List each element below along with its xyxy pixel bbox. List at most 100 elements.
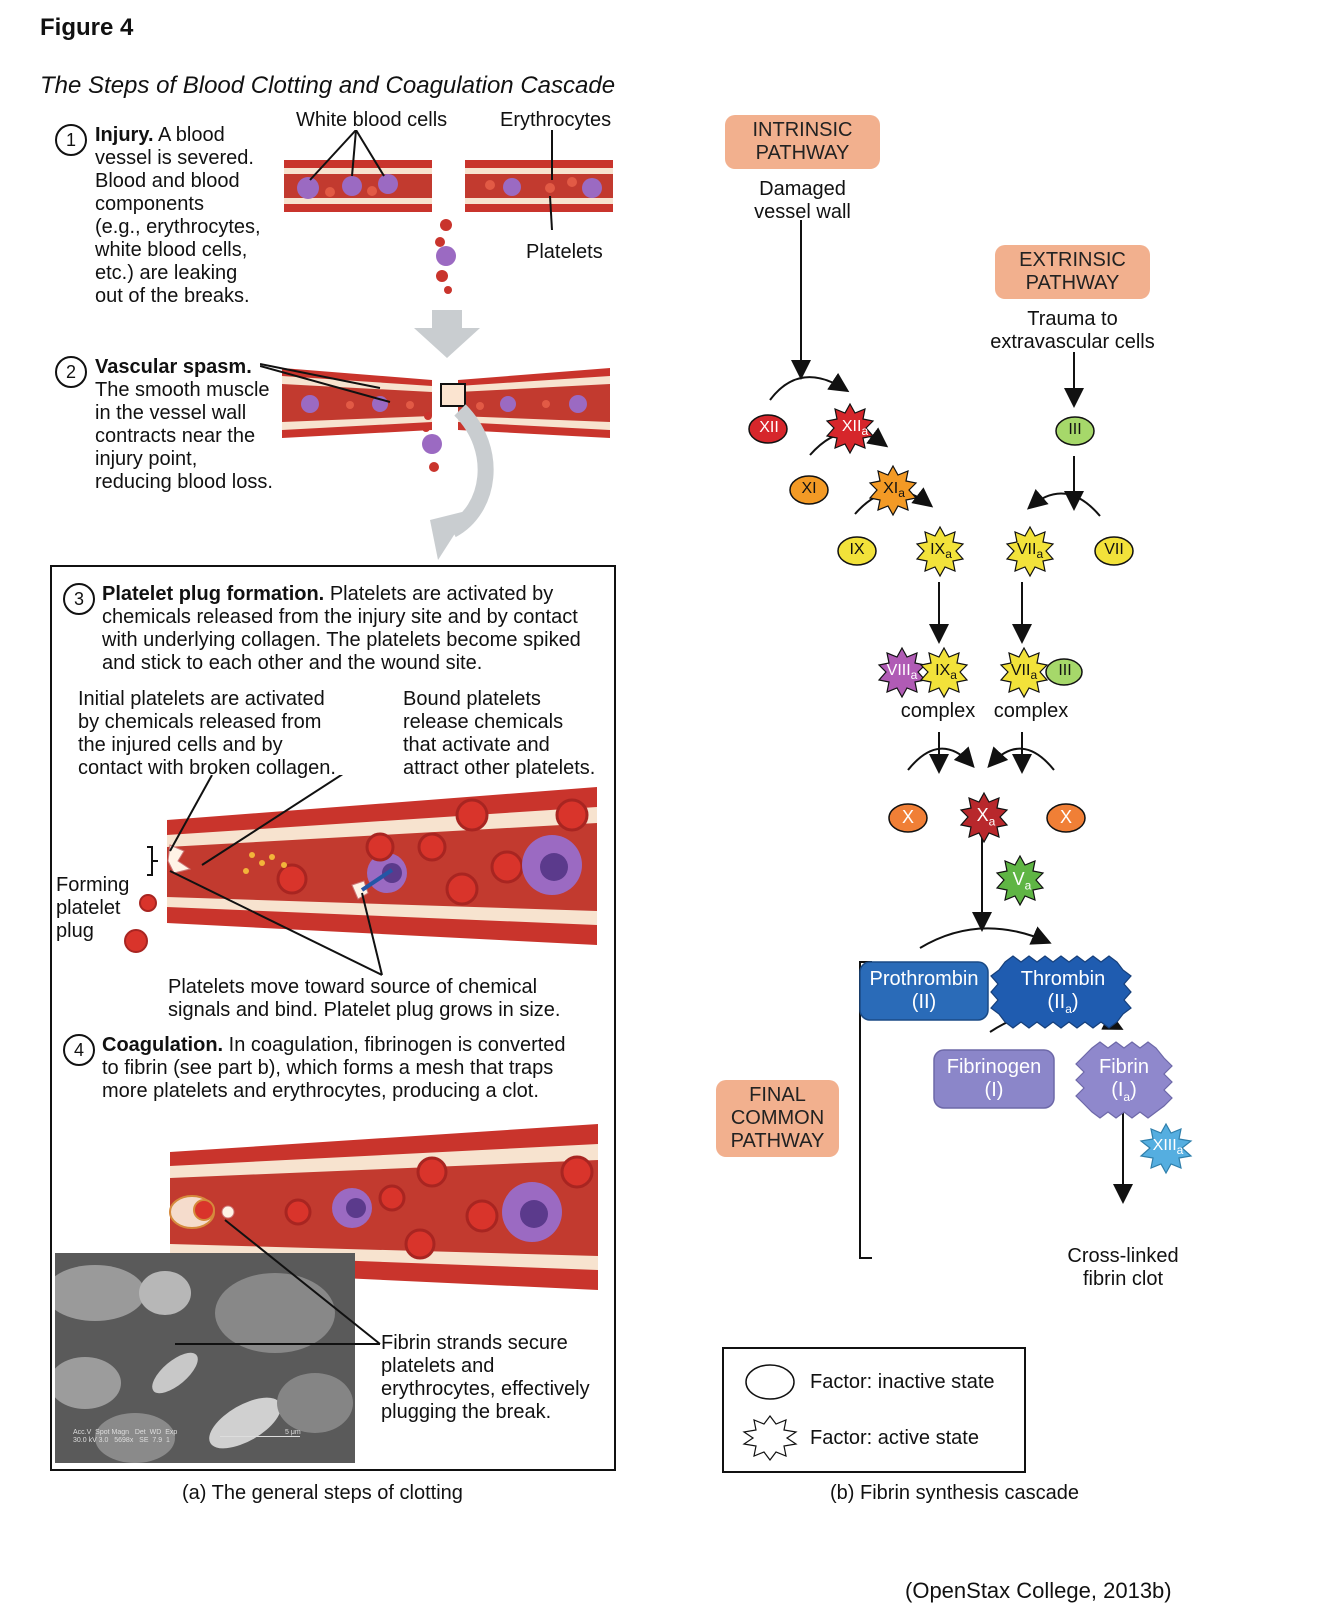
initial-platelets-line: by chemicals released from: [78, 711, 322, 733]
micrograph-info: Acc.V Spot Magn Det WD Exp 30.0 kV 3.0 5…: [73, 1429, 178, 1444]
step-3-text: Platelet plug formation. Platelets are a…: [102, 583, 612, 675]
bound-platelets-line: attract other platelets.: [403, 757, 596, 779]
subscript-a: a: [910, 668, 918, 683]
step-1-line: A blood: [157, 124, 225, 146]
factor-ix-label: IX: [849, 541, 865, 558]
bound-platelets-line: Bound platelets: [403, 688, 541, 710]
factor-ixa-complex-text: IX: [935, 662, 951, 679]
prothrombin-line: (II): [911, 991, 937, 1013]
fibrinogen-label: Fibrinogen (I): [934, 1056, 1054, 1102]
factor-viia-text: VII: [1016, 541, 1037, 558]
initial-platelets-text: Initial platelets are activated by chemi…: [78, 688, 368, 780]
crosslinked-clot-label: Cross-linked fibrin clot: [1060, 1245, 1186, 1291]
intrinsic-trigger: Damaged vessel wall: [725, 178, 880, 224]
step-2-text: Vascular spasm. The smooth muscle in the…: [95, 356, 285, 494]
extrinsic-pathway-label: EXTRINSIC PATHWAY: [995, 245, 1150, 299]
factor-xa-label: Xa: [966, 805, 1006, 829]
final-common-pathway-label: FINAL COMMON PATHWAY: [716, 1080, 839, 1157]
fibrin-line: Fibrin: [1098, 1056, 1149, 1078]
subscript-a: a: [861, 424, 869, 439]
fibrin-strands-line: platelets and: [381, 1355, 495, 1377]
step-3-line: and stick to each other and the wound si…: [102, 652, 483, 674]
step-2-line: injury point,: [95, 448, 198, 470]
factor-xia-text: XI: [883, 480, 899, 497]
factor-xa-text: X: [976, 805, 989, 825]
fibrin-micrograph: Acc.V Spot Magn Det WD Exp 30.0 kV 3.0 5…: [55, 1253, 355, 1463]
final-title-line: COMMON: [730, 1107, 825, 1129]
factor-xiia-label: XIIa: [830, 418, 880, 438]
legend-active-label: Factor: active state: [810, 1427, 979, 1449]
extrinsic-title-line: PATHWAY: [1025, 272, 1120, 294]
caption-b: (b) Fibrin synthesis cascade: [830, 1482, 1079, 1504]
x-right-activation-arrow: [987, 746, 1055, 771]
step-1-line: white blood cells,: [95, 239, 248, 261]
factor-iii-label: III: [1068, 421, 1082, 438]
prothrombin-label: Prothrombin (II): [860, 968, 988, 1014]
extrinsic-title-line: EXTRINSIC: [1019, 249, 1126, 271]
legend-inactive-label: Factor: inactive state: [810, 1371, 995, 1393]
white-blood-cells-label: White blood cells: [296, 109, 448, 131]
factor-ixa-label: IXa: [920, 541, 962, 561]
step-3-line: Platelets are activated by: [329, 583, 554, 605]
final-title-line: FINAL: [749, 1084, 806, 1106]
step-1-line: vessel is severed.: [95, 147, 254, 169]
factor-xii-label: XII: [759, 419, 779, 436]
micrograph-texture: [55, 1253, 355, 1463]
step-3-line: with underlying collagen. The platelets …: [102, 629, 581, 651]
step-1-text: Injury. A blood vessel is severed. Blood…: [95, 124, 275, 308]
step-2-line: in the vessel wall: [95, 402, 247, 424]
platelets-move-text: Platelets move toward source of chemical…: [168, 976, 608, 1022]
step-2-line: The smooth muscle: [95, 379, 270, 401]
forming-plug-line: Forming: [56, 874, 130, 896]
factor-viia-label: VIIa: [1007, 541, 1053, 561]
figure-title: The Steps of Blood Clotting and Coagulat…: [40, 72, 616, 99]
subscript-a: a: [1176, 1143, 1184, 1158]
factor-viiia-label: VIIIa: [878, 662, 926, 682]
platelet-plug-vessel-illustration: [124, 775, 597, 976]
thrombin-label: Thrombin (IIa): [998, 968, 1128, 1021]
subscript-a: a: [1123, 1090, 1131, 1104]
step-1-line: etc.) are leaking: [95, 262, 238, 284]
platelets-label: Platelets: [526, 241, 603, 263]
micrograph-scale: 5 μm: [285, 1429, 301, 1436]
legend: [722, 1347, 1026, 1473]
down-arrow-icon: [414, 310, 480, 358]
step-2-line: reducing blood loss.: [95, 471, 273, 493]
extrinsic-trigger-line: Trauma to: [1027, 308, 1118, 330]
factor-x-left-label: X: [901, 807, 914, 827]
fibrinogen-line: (I): [984, 1079, 1004, 1101]
bound-platelets-text: Bound platelets release chemicals that a…: [403, 688, 613, 780]
bound-platelets-line: release chemicals: [403, 711, 564, 733]
spasm-vessel-illustration: [260, 363, 610, 560]
step-4-text: Coagulation. In coagulation, fibrinogen …: [102, 1034, 612, 1103]
fibrin-strands-line: plugging the break.: [381, 1401, 552, 1423]
forming-plug-text: Forming platelet plug: [56, 874, 129, 943]
factor-xiia-text: XII: [841, 418, 862, 435]
thrombin-line: Thrombin: [1020, 968, 1106, 990]
subscript-a: a: [1036, 547, 1044, 562]
subscript-a: a: [1024, 878, 1032, 893]
factor-viia-complex-label: VIIa: [1002, 662, 1046, 682]
micrograph-scale-bar: [220, 1436, 300, 1437]
platelets-move-line: Platelets move toward source of chemical: [168, 976, 538, 998]
factor-xia-label: XIa: [873, 480, 915, 500]
prothrombin-line: Prothrombin: [869, 968, 979, 990]
close-paren: ): [1071, 991, 1079, 1013]
factor-x-right-label: X: [1059, 807, 1072, 827]
step-1-line: Blood and blood: [95, 170, 240, 192]
subscript-a: a: [1065, 1002, 1072, 1016]
step-4-line: to fibrin (see part b), which forms a me…: [102, 1057, 554, 1079]
factor-viiia-text: VIII: [886, 662, 911, 679]
forming-plug-line: platelet: [56, 897, 121, 919]
step-2-line: contracts near the: [95, 425, 256, 447]
intrinsic-trigger-line: vessel wall: [754, 201, 851, 223]
step-2-number: 2: [55, 356, 87, 388]
extrinsic-trigger: Trauma to extravascular cells: [965, 308, 1180, 354]
step-1-title: Injury.: [95, 124, 154, 146]
fibrin-leader-lines: [175, 1219, 381, 1345]
initial-platelets-line: the injured cells and by: [78, 734, 283, 756]
severed-vessel-illustration: [284, 130, 613, 294]
step-3-line: chemicals released from the injury site …: [102, 606, 578, 628]
platelet-coagulation-panel: [50, 565, 616, 1471]
step-4-number: 4: [63, 1034, 95, 1066]
